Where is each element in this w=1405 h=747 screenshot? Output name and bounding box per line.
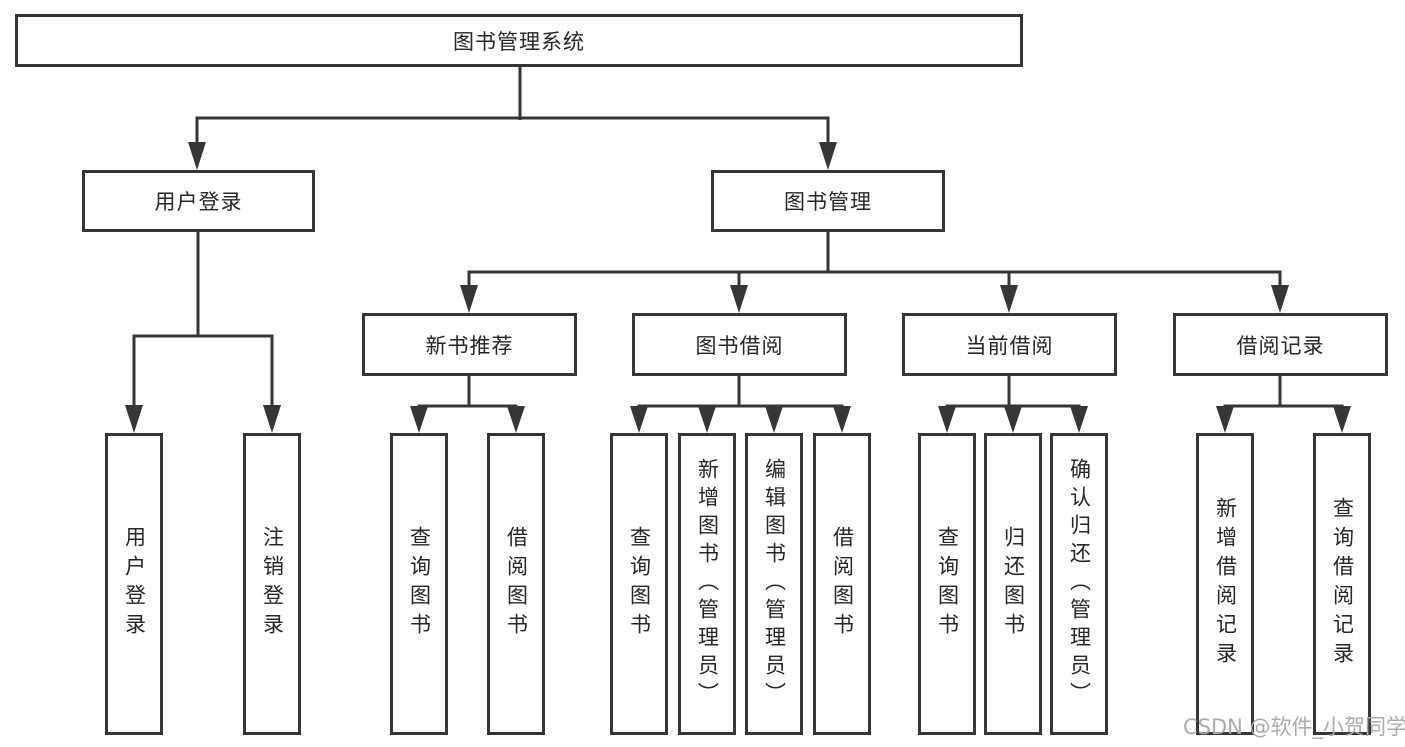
- node-current-borrow: 当前借阅: [902, 313, 1117, 376]
- leaf-logout: 注销登录: [243, 433, 301, 735]
- connector-book-management: [460, 232, 1289, 313]
- connector-user-login: [125, 232, 281, 433]
- node-borrow-records: 借阅记录: [1173, 313, 1388, 376]
- connector-current-borrow: [938, 376, 1088, 433]
- leaf-query-books-current: 查询图书: [918, 433, 976, 735]
- arrow-down-icon: [938, 406, 956, 433]
- arrow-down-icon: [630, 406, 648, 433]
- leaf-label: 查询图书: [627, 526, 652, 642]
- leaf-label: 确认归还（管理员）: [1067, 458, 1092, 710]
- leaf-add-borrow-record: 新增借阅记录: [1196, 433, 1254, 735]
- arrow-down-icon: [410, 406, 428, 433]
- leaf-user-login: 用户登录: [105, 433, 163, 735]
- leaf-borrow-books-recommend: 借阅图书: [487, 433, 545, 735]
- node-book-borrow: 图书借阅: [632, 313, 847, 376]
- leaf-borrow-books: 借阅图书: [813, 433, 871, 735]
- arrow-down-icon: [507, 406, 525, 433]
- arrow-down-icon: [1000, 285, 1018, 313]
- arrow-down-icon: [460, 285, 478, 313]
- leaf-confirm-return-admin: 确认归还（管理员）: [1050, 433, 1108, 735]
- arrow-down-icon: [698, 406, 716, 433]
- leaf-label: 借阅图书: [830, 526, 855, 642]
- arrow-down-icon: [1004, 406, 1022, 433]
- node-book-management-system: 图书管理系统: [15, 14, 1023, 67]
- leaf-query-borrow-record: 查询借阅记录: [1313, 433, 1371, 735]
- arrow-down-icon: [1216, 406, 1234, 433]
- leaf-label: 查询借阅记录: [1330, 497, 1355, 671]
- arrow-down-icon: [819, 142, 837, 170]
- arrow-down-icon: [188, 142, 206, 170]
- leaf-return-books: 归还图书: [984, 433, 1042, 735]
- arrow-down-icon: [730, 285, 748, 313]
- node-user-login: 用户登录: [82, 170, 315, 232]
- connector-book-borrow: [630, 376, 851, 433]
- arrow-down-icon: [833, 406, 851, 433]
- leaf-label: 查询图书: [407, 526, 432, 642]
- arrow-down-icon: [1070, 406, 1088, 433]
- connector-root-to-level2: [188, 67, 837, 170]
- leaf-edit-books-admin: 编辑图书（管理员）: [745, 433, 803, 735]
- arrow-down-icon: [125, 405, 143, 433]
- arrow-down-icon: [263, 405, 281, 433]
- leaf-label: 查询图书: [935, 526, 960, 642]
- arrow-down-icon: [1333, 406, 1351, 433]
- leaf-label: 用户登录: [122, 526, 147, 642]
- node-book-management: 图书管理: [711, 170, 945, 232]
- leaf-label: 借阅图书: [504, 526, 529, 642]
- watermark: CSDN @软件_小贺同学: [1183, 715, 1405, 739]
- leaf-add-books-admin: 新增图书（管理员）: [678, 433, 736, 735]
- leaf-label: 新增图书（管理员）: [695, 458, 720, 710]
- leaf-label: 注销登录: [260, 526, 285, 642]
- leaf-label: 归还图书: [1001, 526, 1026, 642]
- leaf-label: 新增借阅记录: [1213, 497, 1238, 671]
- connector-borrow-records: [1216, 376, 1351, 433]
- connector-new-book-recommend: [410, 376, 525, 433]
- node-new-book-recommend: 新书推荐: [362, 313, 577, 376]
- leaf-query-books-recommend: 查询图书: [390, 433, 448, 735]
- arrow-down-icon: [765, 406, 783, 433]
- leaf-label: 编辑图书（管理员）: [762, 458, 787, 710]
- arrow-down-icon: [1271, 285, 1289, 313]
- leaf-query-books-borrow: 查询图书: [610, 433, 668, 735]
